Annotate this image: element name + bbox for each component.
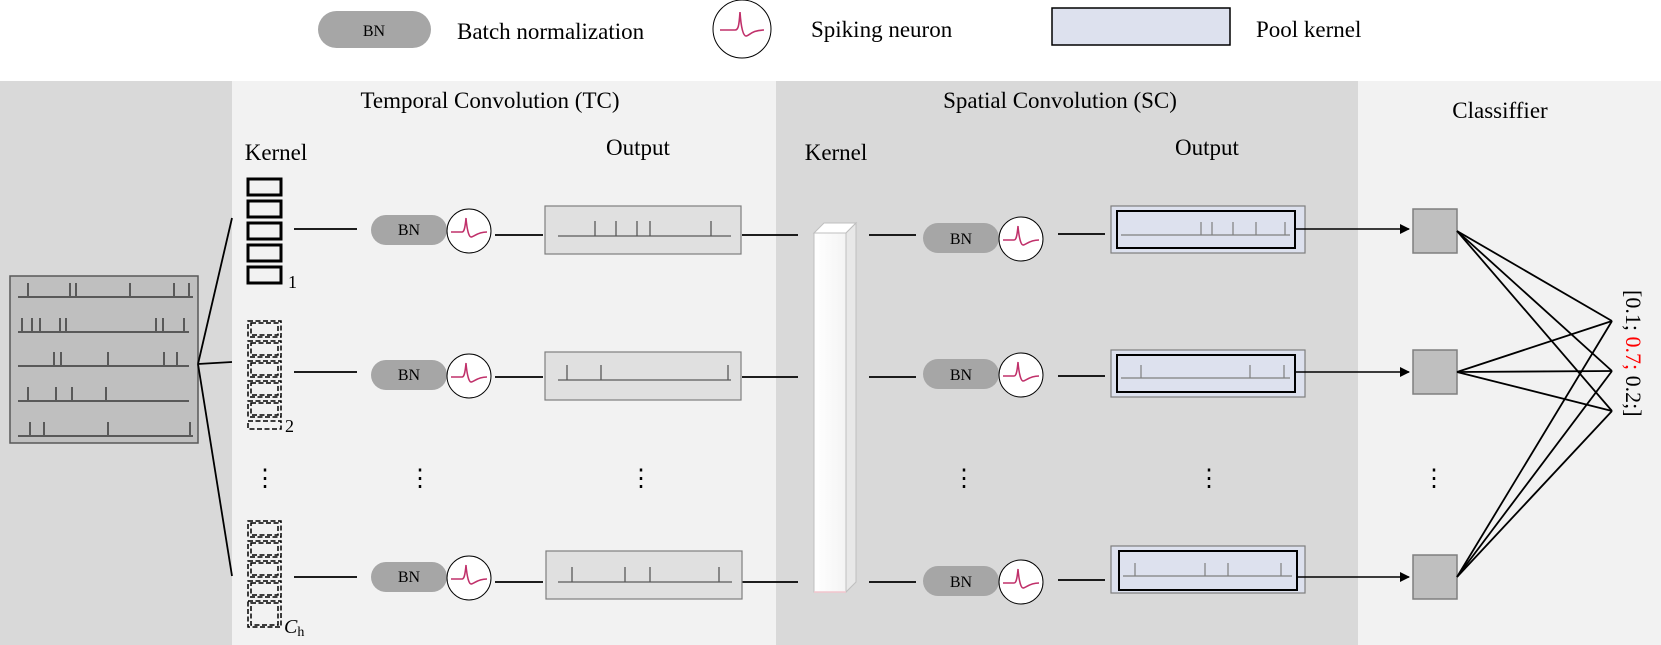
legend-bn-badge — [318, 11, 431, 48]
classifier-arrows — [1295, 224, 1410, 582]
sc-bn-row-h: BN — [923, 566, 999, 596]
svg-text:BN: BN — [398, 569, 421, 586]
ellipsis-sc-output: ⋮ — [1197, 466, 1221, 492]
tc-spiking-neuron-icon-row-h — [446, 555, 492, 601]
legend-neuron-label: Spiking neuron — [811, 17, 953, 42]
sc-spiking-neuron-icon-row-1 — [998, 216, 1044, 262]
svg-text:BN: BN — [950, 367, 973, 384]
tc-kernel-2 — [247, 320, 282, 430]
legend-bn-label: Batch normalization — [457, 19, 645, 44]
classifier-fc-lines — [1456, 230, 1613, 578]
ellipsis-tc-bn: ⋮ — [408, 466, 432, 492]
legend-pool-label: Pool kernel — [1256, 17, 1361, 42]
ellipsis-tc-output: ⋮ — [629, 466, 653, 492]
input-fanout-lines — [197, 217, 233, 577]
svg-text:BN: BN — [398, 367, 421, 384]
classifier-section — [1358, 81, 1661, 645]
tc-title: Temporal Convolution (TC) — [360, 88, 619, 113]
tc-channel-1-label: 1 — [288, 272, 297, 292]
classifier-node-2 — [1412, 349, 1458, 395]
classifier-title: Classiffier — [1452, 98, 1548, 123]
ellipsis-classifier: ⋮ — [1422, 466, 1446, 492]
sc-spiking-neuron-icon-row-h — [998, 559, 1044, 605]
ellipsis-sc-bn: ⋮ — [952, 466, 976, 492]
sc-title: Spatial Convolution (SC) — [943, 88, 1177, 113]
tc-spiking-neuron-icon-row-1 — [446, 208, 492, 254]
tc-kernel-label: Kernel — [245, 140, 308, 165]
sc-spiking-neuron-icon-row-2 — [998, 352, 1044, 398]
legend: BN Batch normalization Spiking neuron Po… — [318, 0, 1361, 59]
sc-output-row-h — [1110, 545, 1306, 594]
sc-connector-lines — [869, 233, 1105, 583]
ellipsis-row: ⋮ ⋮ ⋮ ⋮ ⋮ ⋮ — [253, 466, 1446, 492]
sc-kernel-label: Kernel — [805, 140, 868, 165]
sc-bn-row-2: BN — [923, 359, 999, 389]
tc-bn-row-2: BN — [371, 360, 447, 390]
tc-kernel-1 — [246, 177, 283, 285]
tc-kernel-h — [247, 520, 282, 628]
svg-text:BN: BN — [398, 222, 421, 239]
sc-kernel-bar — [812, 221, 858, 594]
ellipsis-tc-kernel: ⋮ — [253, 466, 277, 492]
tc-output-row-2 — [544, 351, 742, 401]
classifier-node-1 — [1412, 208, 1458, 254]
tc-channel-2-label: 2 — [285, 416, 294, 436]
tc-output-label: Output — [606, 135, 671, 160]
legend-bn-text: BN — [363, 23, 386, 40]
legend-pool-kernel-swatch — [1051, 7, 1231, 46]
sc-output-row-1 — [1110, 205, 1306, 254]
tc-output-row-h — [545, 550, 743, 600]
tc-channel-h-label: Ch — [284, 616, 304, 640]
svg-text:BN: BN — [950, 231, 973, 248]
tc-bn-row-h: BN — [371, 562, 447, 592]
sc-output-label: Output — [1175, 135, 1240, 160]
input-spike-raster — [9, 275, 199, 444]
sc-bn-row-1: BN — [923, 223, 999, 253]
legend-spiking-neuron-icon — [712, 0, 772, 59]
tc-connector-lines — [294, 228, 798, 583]
tc-spiking-neuron-icon-row-2 — [446, 353, 492, 399]
tc-output-row-1 — [544, 205, 742, 255]
tc-bn-row-1: BN — [371, 215, 447, 245]
svg-text:BN: BN — [950, 574, 973, 591]
classifier-node-h — [1412, 554, 1458, 600]
output-probability-vector: [0.1; 0.7; 0.2;] — [1621, 290, 1646, 417]
sc-output-row-2 — [1110, 349, 1306, 398]
